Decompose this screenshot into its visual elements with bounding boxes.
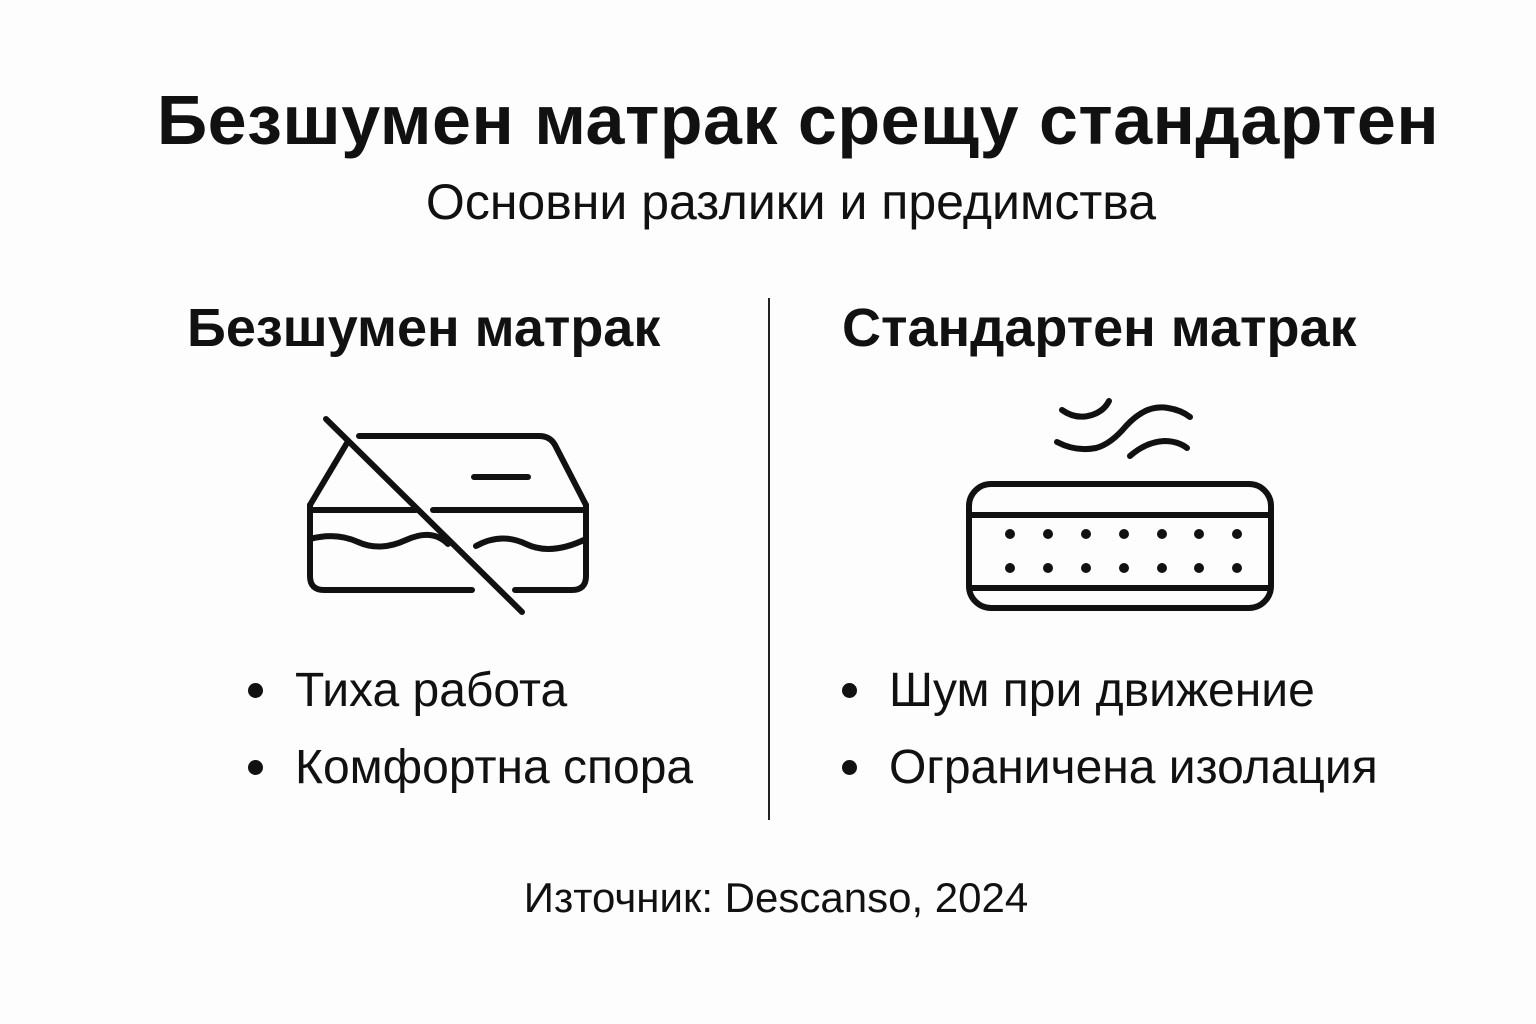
- bullet-icon: [842, 760, 857, 775]
- crossed-out-mattress-icon: [296, 404, 596, 624]
- list-item: Комфортна спора: [248, 729, 693, 806]
- bullet-icon: [842, 683, 857, 698]
- list-item: Тиха работа: [248, 652, 693, 729]
- silent-mattress-heading: Безшумен матрак: [187, 298, 661, 358]
- column-divider: [768, 298, 770, 820]
- list-item: Шум при движение: [842, 652, 1378, 729]
- standard-mattress-bullet-list: Шум при движение Ограничена изолация: [842, 652, 1378, 806]
- list-item: Ограничена изолация: [842, 729, 1378, 806]
- bullet-icon: [248, 683, 263, 698]
- source-citation: Източник: Descanso, 2024: [523, 874, 1029, 921]
- bullet-text: Шум при движение: [889, 664, 1315, 717]
- bullet-icon: [248, 760, 263, 775]
- bullet-text: Комфортна спора: [295, 741, 694, 794]
- bullet-text: Ограничена изолация: [889, 741, 1378, 794]
- standard-mattress-heading: Стандартен матрак: [842, 298, 1357, 358]
- page-title: Безшумен матрак срещу стандартен: [156, 81, 1440, 159]
- bullet-text: Тиха работа: [295, 664, 568, 717]
- page-subtitle: Основни разлики и предимства: [425, 174, 1157, 230]
- silent-mattress-bullet-list: Тиха работа Комфортна спора: [248, 652, 693, 806]
- noisy-spring-mattress-icon: [956, 386, 1286, 616]
